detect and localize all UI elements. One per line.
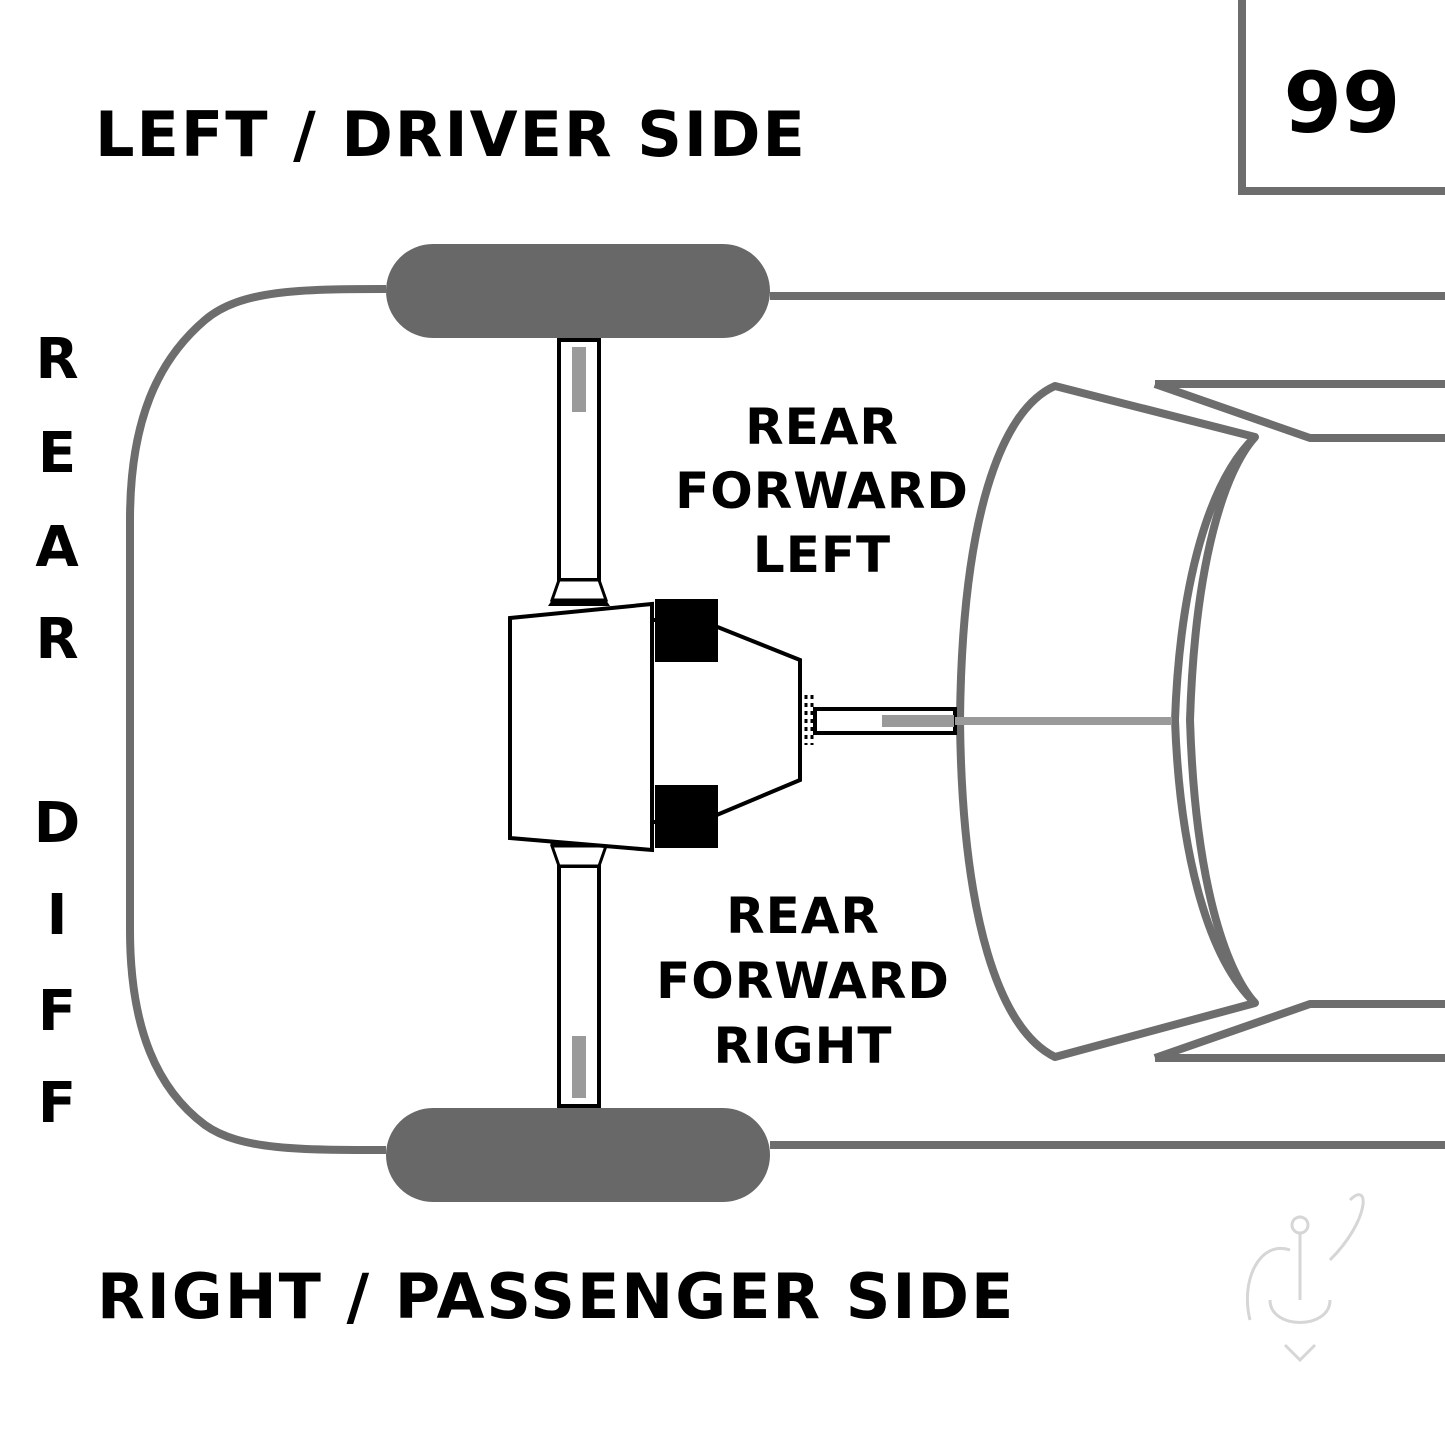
cab-outline xyxy=(956,380,1445,1062)
mount-label-line: FORWARD xyxy=(675,462,969,520)
vertical-letter: F xyxy=(38,979,76,1044)
vertical-letter: E xyxy=(38,421,76,486)
vertical-letter: D xyxy=(34,791,80,856)
mount-block-rear-forward-left xyxy=(655,599,718,662)
left-rear-tire xyxy=(386,244,770,338)
drive-shaft xyxy=(804,695,1172,745)
vertical-letter: R xyxy=(35,607,78,672)
vertical-letter: R xyxy=(35,327,78,392)
right-rear-tire xyxy=(386,1108,770,1202)
mount-label-rear-forward-right: REAR FORWARD RIGHT xyxy=(656,887,950,1075)
mount-label-line: RIGHT xyxy=(713,1017,892,1075)
mount-label-rear-forward-left: REAR FORWARD LEFT xyxy=(675,398,969,584)
top-side-label: LEFT / DRIVER SIDE xyxy=(95,98,807,171)
mount-label-line: FORWARD xyxy=(656,952,950,1010)
bottom-side-label: RIGHT / PASSENGER SIDE xyxy=(97,1260,1015,1333)
vertical-letter: I xyxy=(47,883,68,948)
vertical-letter: A xyxy=(35,515,79,580)
anchor-logo-icon xyxy=(1245,1193,1365,1363)
lower-axle-shaft xyxy=(548,840,610,1108)
vertical-rear-diff-label: R E A R D I F F xyxy=(34,327,80,1136)
mount-label-line: REAR xyxy=(745,398,899,456)
mount-label-line: LEFT xyxy=(753,526,891,584)
vertical-letter: F xyxy=(38,1071,76,1136)
mount-label-line: REAR xyxy=(726,887,880,945)
mount-block-rear-forward-right xyxy=(655,785,718,848)
upper-axle-shaft xyxy=(548,338,610,606)
diagram-number-box: 99 xyxy=(1238,0,1445,195)
diagram-number: 99 xyxy=(1284,54,1401,152)
vehicle-rear-outline xyxy=(126,285,387,1154)
